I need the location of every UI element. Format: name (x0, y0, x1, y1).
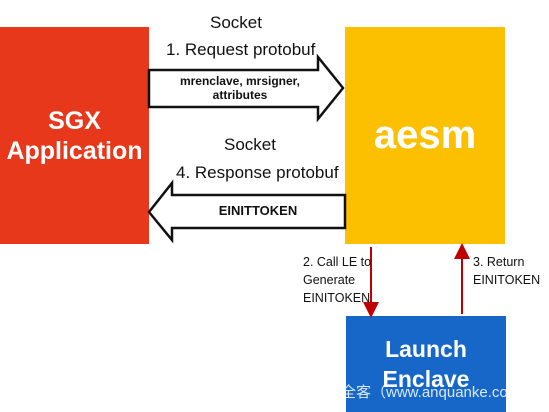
aesm-box: aesm (345, 27, 505, 244)
launch-enclave-label: Launch Enclave (382, 336, 470, 392)
sgx-application-label: SGX Application (6, 106, 143, 165)
call-le-label: 2. Call LE to Generate EINITOKEN (303, 255, 372, 305)
launch-enclave-box: Launch Enclave (346, 316, 506, 412)
response-payload: EINITTOKEN (218, 203, 298, 218)
sgx-application-box: SGX Application (0, 27, 149, 244)
response-arrow-shape (147, 179, 347, 244)
request-socket-label: Socket (210, 13, 262, 32)
response-title: 4. Response protobuf (176, 163, 339, 182)
response-socket-label: Socket (224, 135, 276, 154)
aesm-label: aesm (373, 113, 477, 157)
request-payload: mrenclave, mrsigner, attributes (179, 74, 301, 102)
request-arrow-shape (147, 53, 345, 123)
watermark: 全客（www.anquanke.co (341, 384, 508, 401)
request-title: 1. Request protobuf (166, 40, 316, 59)
return-token-label: 3. Return EINITOKEN (473, 255, 541, 287)
